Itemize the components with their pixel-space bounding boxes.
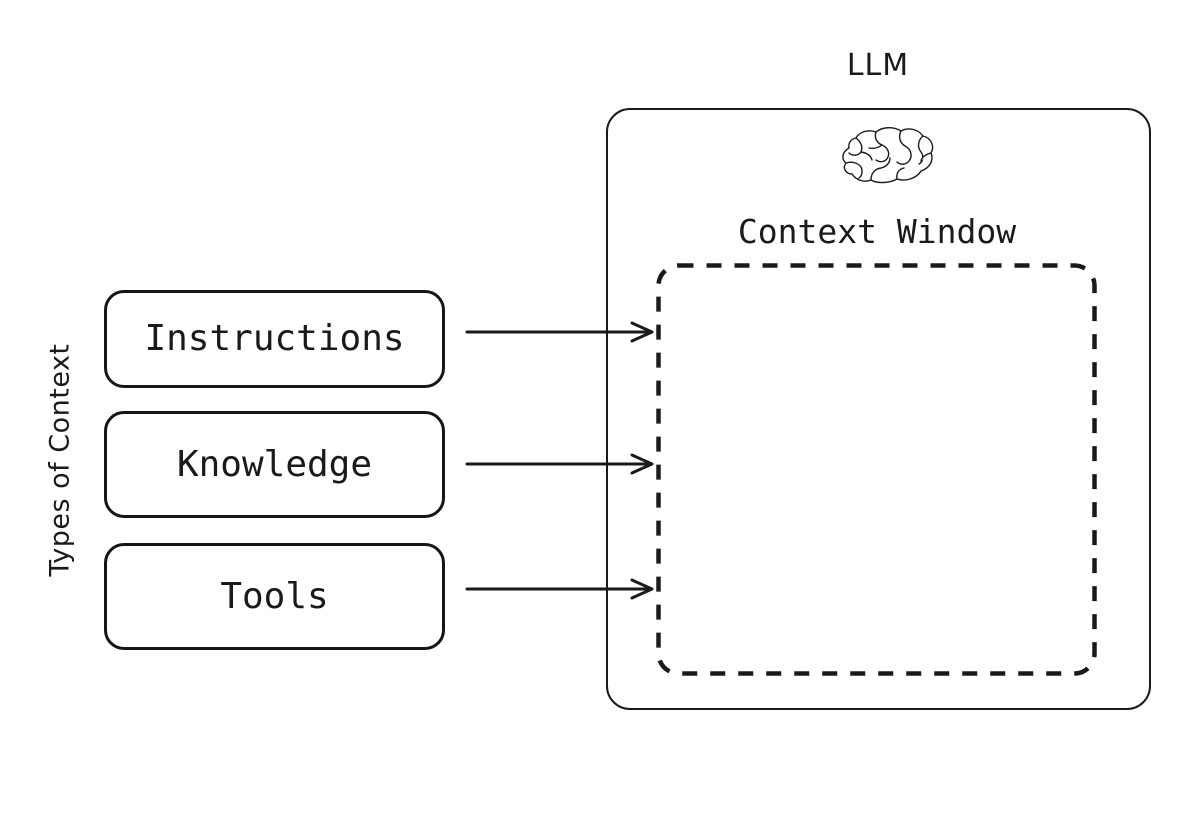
context-box-tools[interactable]: Tools — [104, 543, 445, 650]
context-window-label: Context Window — [737, 212, 1017, 251]
brain-icon — [842, 127, 934, 184]
context-box-instructions[interactable]: Instructions — [104, 290, 445, 388]
arrow-tools-to-context-window — [465, 578, 654, 600]
arrow-instructions-to-context-window — [465, 321, 654, 343]
types-of-context-axis-label: Types of Context — [44, 343, 76, 577]
context-box-knowledge-label: Knowledge — [176, 443, 373, 485]
llm-title: LLM — [846, 48, 910, 83]
context-box-tools-label: Tools — [220, 575, 329, 617]
context-window-region — [656, 263, 1097, 676]
context-box-instructions-label: Instructions — [144, 318, 405, 359]
llm-container — [606, 108, 1151, 710]
arrow-knowledge-to-context-window — [465, 453, 654, 475]
context-box-knowledge[interactable]: Knowledge — [104, 411, 445, 518]
